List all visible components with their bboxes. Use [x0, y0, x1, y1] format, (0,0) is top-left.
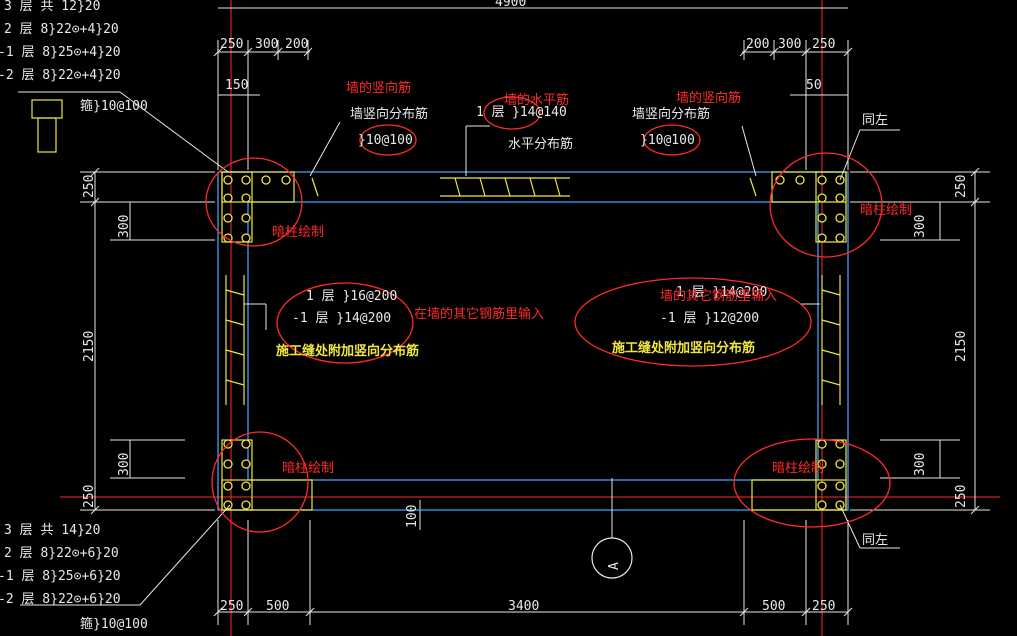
dim-top-right-2: 300: [778, 37, 801, 52]
dim-bottom-250-left: 250: [220, 599, 243, 614]
right-vert-title: 墙竖向分布筋: [632, 106, 710, 122]
note-hidden-col-tr: 暗柱绘制: [860, 203, 912, 218]
note-other-rebar-right: 墙的其它钢筋里输入: [660, 288, 777, 304]
right-vert-value: }10@100: [640, 133, 695, 148]
dim-bottom-500-left: 500: [266, 599, 289, 614]
dim-right-250-bottom: 250: [954, 485, 969, 508]
leader-lines: [18, 91, 900, 606]
dim-left-300-bottom: 300: [117, 453, 132, 476]
dim-right-300-bottom: 300: [913, 453, 928, 476]
joint-right-line1: 1 层 }14@200: [676, 285, 767, 300]
same-left-bottom: 同左: [862, 533, 888, 548]
note-hidden-col-tl: 暗柱绘制: [272, 225, 324, 240]
dim-left-250-bottom: 250: [82, 485, 97, 508]
joint-right-line2: -1 层 }12@200: [660, 311, 759, 326]
joint-left-title: 施工缝处附加竖向分布筋: [276, 343, 419, 359]
table-bottom-row-2: 2 层 8}22⊙+6}20: [4, 546, 119, 561]
note-wall-vert-right: 墙的竖向筋: [676, 90, 741, 106]
wall-outline: [217, 171, 849, 511]
table-top-row-4: -2 层 8}22⊙+4}20: [0, 68, 121, 83]
dim-bottom-250-right: 250: [812, 599, 835, 614]
dim-top-left-1: 250: [220, 37, 243, 52]
dim-left-2150: 2150: [82, 331, 97, 362]
joint-left-line2: -1 层 }14@200: [292, 311, 391, 326]
same-left-top: 同左: [862, 113, 888, 128]
dim-top-left-3: 200: [285, 37, 308, 52]
table-top-stirrup: 箍}10@100: [80, 98, 148, 114]
rebar-details: [31, 99, 847, 511]
note-other-rebar-left: 在墙的其它钢筋里输入: [414, 306, 544, 322]
dim-right-300-top: 300: [913, 215, 928, 238]
joint-left-line1: 1 层 }16@200: [306, 289, 397, 304]
left-vert-title: 墙竖向分布筋: [350, 106, 428, 122]
dimension-ticks: [90, 47, 980, 617]
dim-top-total: 4900: [495, 0, 526, 10]
dim-right-2150: 2150: [954, 331, 969, 362]
table-top-row-1: 3 层 共 12}20: [4, 0, 100, 14]
dim-top-left-2: 300: [255, 37, 278, 52]
dim-offset-100: 100: [405, 505, 420, 528]
horiz-title: 水平分布筋: [508, 136, 573, 152]
note-hidden-col-bl: 暗柱绘制: [282, 461, 334, 476]
horiz-value: }14@140: [512, 105, 567, 120]
dim-right-250-top: 250: [954, 175, 969, 198]
table-bottom-row-4: -2 层 8}22⊙+6}20: [0, 592, 121, 607]
dim-bottom-3400: 3400: [508, 599, 539, 614]
dim-offset-left: 150: [225, 78, 248, 93]
dim-left-250-top: 250: [82, 175, 97, 198]
left-vert-value: }10@100: [358, 133, 413, 148]
dim-top-right-3: 250: [812, 37, 835, 52]
table-bottom-row-3: -1 层 8}25⊙+6}20: [0, 569, 121, 584]
dim-bottom-500-right: 500: [762, 599, 785, 614]
axis-label: A: [607, 562, 622, 570]
table-top-row-3: -1 层 8}25⊙+4}20: [0, 45, 121, 60]
horiz-floor: 1 层: [476, 105, 505, 120]
annotation-ellipses: [205, 96, 891, 533]
rebar-dots: [223, 175, 845, 510]
dim-offset-right: 50: [806, 78, 822, 93]
dim-left-300-top: 300: [117, 215, 132, 238]
joint-right-title: 施工缝处附加竖向分布筋: [612, 340, 755, 356]
axis-bubble: [591, 537, 633, 579]
note-wall-vert-left: 墙的竖向筋: [346, 80, 411, 96]
table-top-row-2: 2 层 8}22⊙+4}20: [4, 22, 119, 37]
table-bottom-row-1: 3 层 共 14}20: [4, 523, 100, 538]
table-bottom-stirrup: 箍}10@100: [80, 616, 148, 632]
note-hidden-col-br: 暗柱绘制: [772, 461, 824, 476]
dimension-lines: [80, 7, 990, 625]
dim-top-right-1: 200: [746, 37, 769, 52]
note-wall-horiz: 墙的水平筋: [504, 92, 569, 108]
